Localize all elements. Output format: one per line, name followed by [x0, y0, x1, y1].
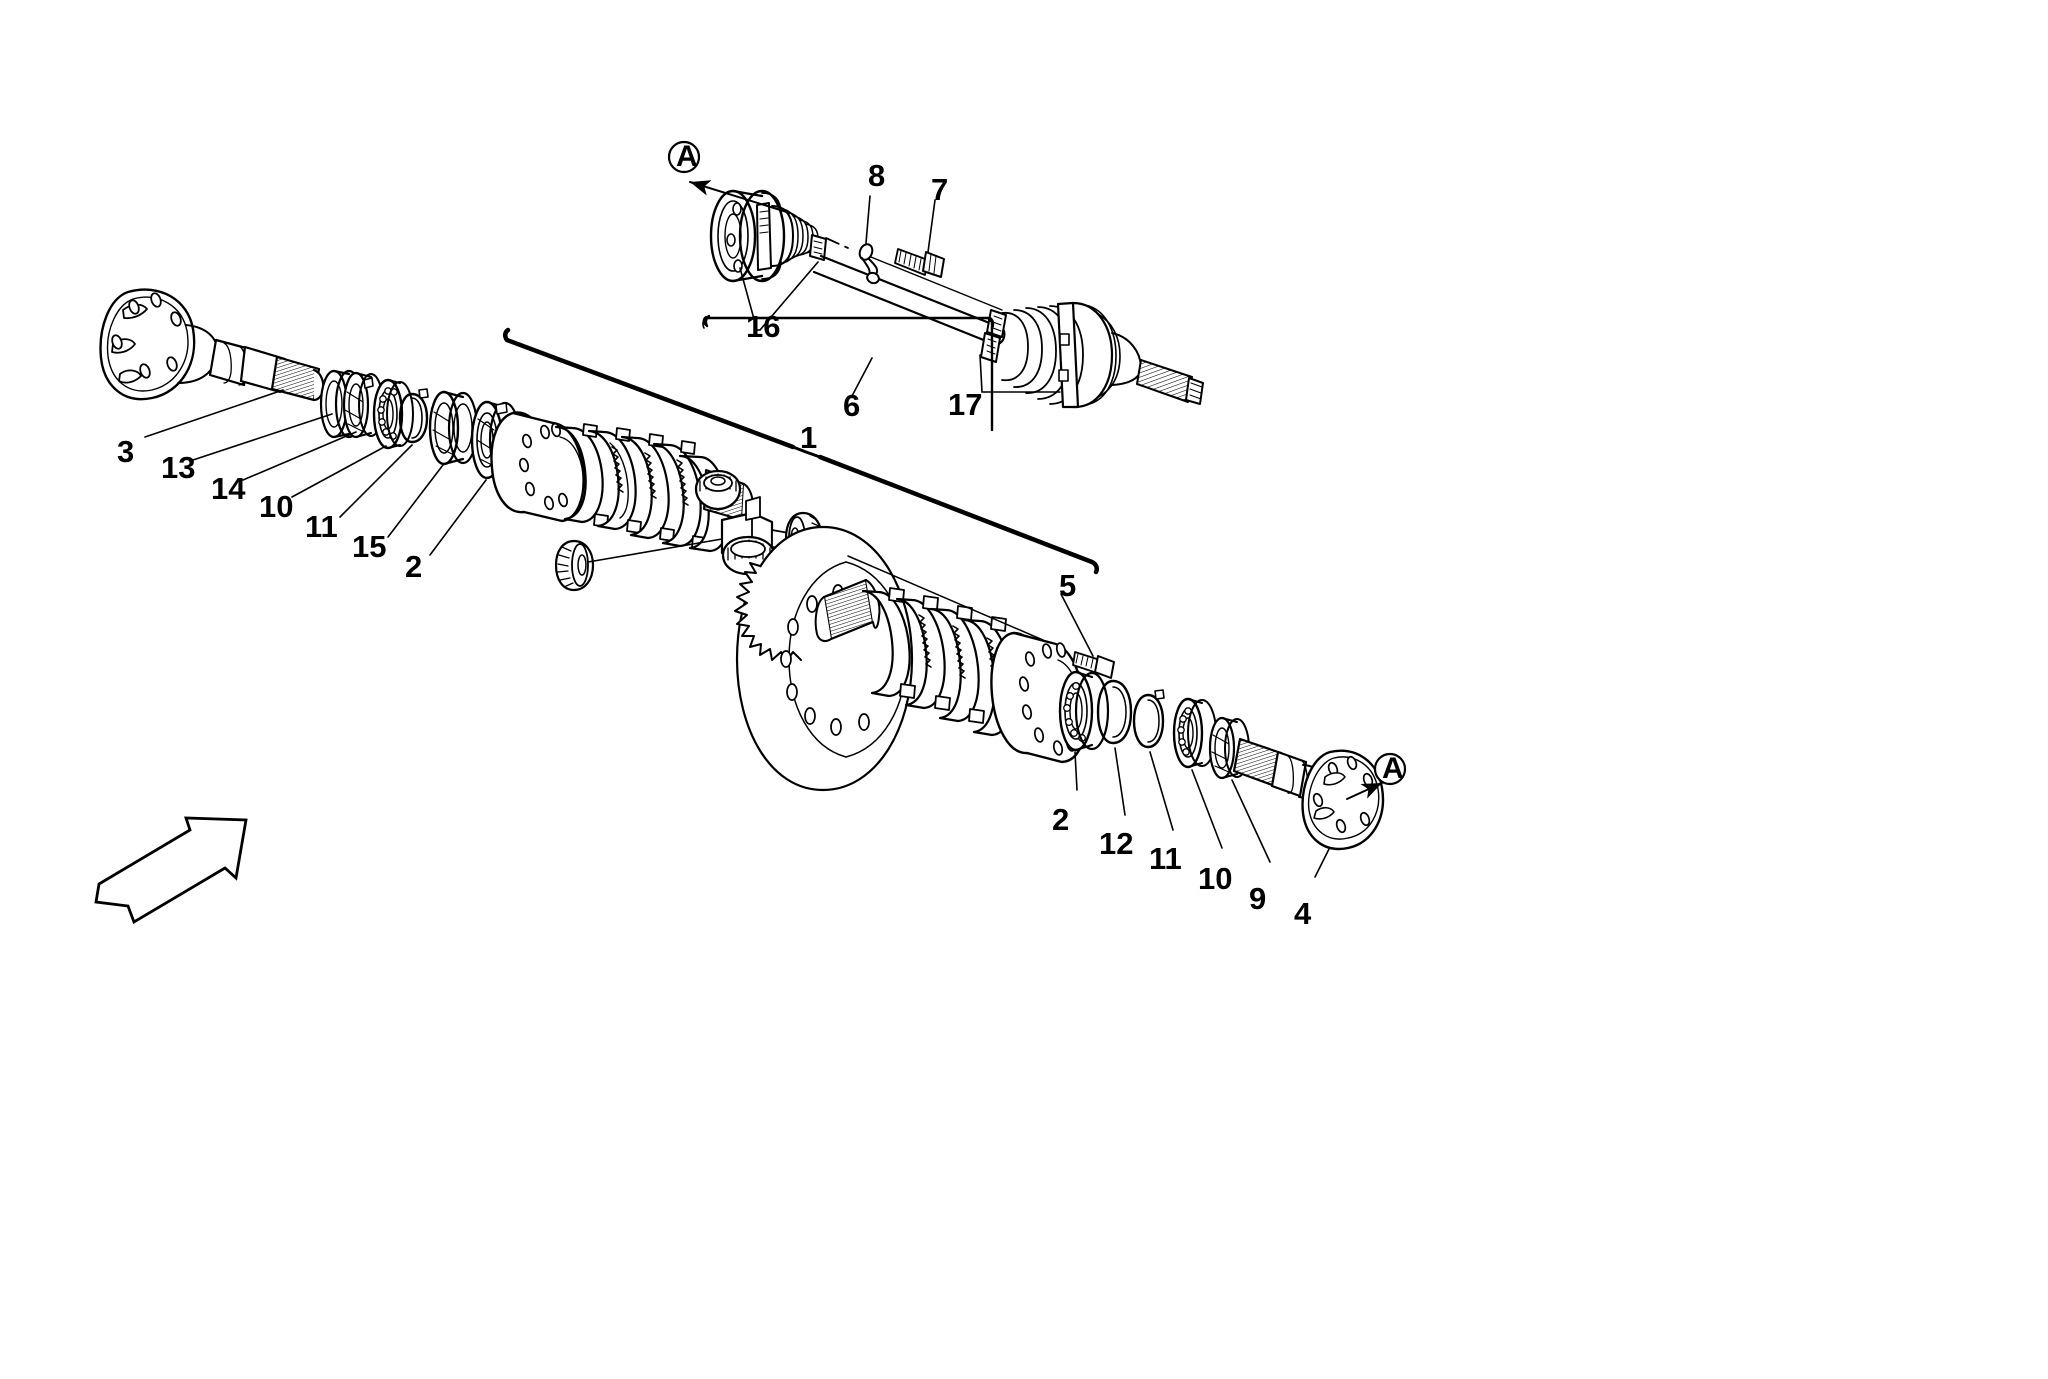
- callout-14: 14: [211, 471, 246, 506]
- callout-10-right: 10: [1198, 861, 1233, 896]
- section-marker-a-bottom: [1373, 752, 1407, 786]
- callout-2-right: 2: [1052, 802, 1070, 837]
- inner-cv-joint: [689, 180, 827, 331]
- tapered-roller-bearing-left: [429, 400, 522, 556]
- callout-1: 1: [800, 420, 818, 455]
- bevel-gear-top: [694, 469, 742, 511]
- ring-gear-bolt: [847, 555, 1115, 679]
- lsd-clutch-pack: [554, 423, 707, 550]
- callout-11-left: 11: [305, 509, 338, 544]
- tapered-roller-bearing-right: [1058, 670, 1110, 791]
- spacer-right: [1208, 716, 1271, 863]
- right-bearing-stack: [1058, 670, 1271, 863]
- outer-cv-joint: [979, 301, 1204, 409]
- section-marker-a-top-label: A: [676, 140, 698, 173]
- spacer-left: [242, 371, 384, 481]
- callout-3: 3: [117, 434, 135, 469]
- vehicle-forward-direction-arrow: [94, 816, 248, 925]
- callout-bracket-1: [502, 327, 1100, 575]
- callout-10-left: 10: [259, 489, 294, 524]
- callout-9: 9: [1249, 881, 1267, 916]
- callout-7: 7: [931, 172, 949, 207]
- drive-shaft-assembly: [689, 180, 1204, 409]
- circlip-right: [1132, 689, 1174, 831]
- callout-13: 13: [161, 450, 196, 485]
- roller-bearing-right: [1172, 697, 1223, 849]
- roller-bearing-left: [291, 378, 414, 498]
- clamp-bolt: [894, 199, 945, 278]
- right-axle-shaft: [1232, 737, 1385, 878]
- retaining-clip: [858, 195, 880, 285]
- callout-8: 8: [868, 158, 886, 193]
- snap-ring-right: [1096, 679, 1133, 816]
- callout-16: 16: [746, 309, 781, 344]
- callout-11-right: 11: [1149, 841, 1182, 876]
- callout-6: 6: [843, 388, 861, 423]
- callout-17: 17: [948, 387, 983, 422]
- oil-seal-left: [387, 390, 479, 538]
- callout-4: 4: [1294, 896, 1312, 931]
- callout-12: 12: [1099, 826, 1134, 861]
- ring-gear: [734, 525, 914, 792]
- callout-2-left: 2: [405, 549, 423, 584]
- callout-5: 5: [1059, 568, 1077, 603]
- left-bearing-stack: [192, 369, 522, 556]
- circlip-left: [339, 388, 429, 518]
- left-axle-shaft: [99, 288, 325, 438]
- section-marker-a-bottom-label: A: [1382, 752, 1404, 785]
- section-marker-a-top: [667, 140, 701, 174]
- callout-15: 15: [352, 529, 387, 564]
- bevel-gear-left: [554, 538, 723, 592]
